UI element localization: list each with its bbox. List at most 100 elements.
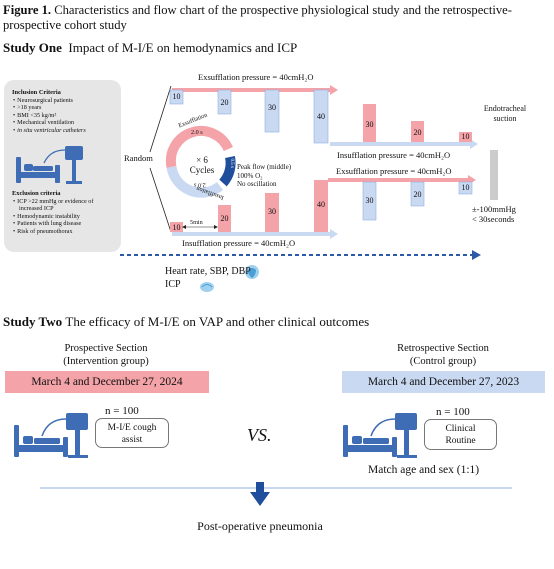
bar-top-ins-10 bbox=[459, 132, 472, 142]
bar-bottom-ins-20 bbox=[218, 205, 231, 232]
bar-label: 30 bbox=[268, 103, 276, 112]
bar-label: 30 bbox=[365, 196, 374, 205]
inclusion-criteria: Inclusion Criteria Neurosurgical patient… bbox=[12, 89, 118, 135]
bar-label: 20 bbox=[413, 190, 422, 199]
exclusion-item: Hemodynamic instability bbox=[17, 213, 116, 221]
study-one-label: Study One bbox=[3, 40, 62, 55]
figure-label: Figure 1. bbox=[3, 3, 52, 17]
bar-bottom-ins-40 bbox=[314, 180, 328, 232]
exclusion-item: ICP >22 mmHg or evidence of increased IC… bbox=[17, 198, 116, 213]
inclusion-item: in situ ventricular catheters bbox=[17, 127, 118, 135]
bar-top-ins-20 bbox=[411, 121, 424, 142]
endotracheal-label: Endotracheal suction bbox=[483, 104, 527, 123]
bar-label: 30 bbox=[268, 207, 276, 216]
bar-label: 20 bbox=[220, 214, 229, 223]
bar-top-exs-30 bbox=[264, 89, 280, 133]
suction-pressure: ±-100mmHg bbox=[472, 204, 516, 214]
patient-bed-icon bbox=[343, 413, 417, 458]
cycle-diagram bbox=[165, 125, 236, 198]
endotracheal-suction-bar bbox=[490, 150, 498, 200]
cycle-count: × 6 bbox=[196, 155, 208, 165]
patient-bed-icon bbox=[14, 413, 88, 458]
control-box: Clinical Routine bbox=[424, 419, 497, 450]
intervention-line-1: M-I/E cough bbox=[107, 423, 157, 433]
bar-label: 10 bbox=[461, 183, 470, 192]
figure-caption-text: Characteristics and flow chart of the pr… bbox=[3, 3, 512, 32]
heart-icon bbox=[245, 265, 259, 279]
intervention-box: M-I/E cough assist bbox=[95, 418, 169, 448]
bar-label: 20 bbox=[413, 128, 422, 137]
outcome-label: Post-operative pneumonia bbox=[197, 519, 323, 533]
control-line-1: Clinical bbox=[445, 424, 476, 434]
peak-flow-line: 100% O₂ bbox=[237, 171, 263, 180]
insufflation-pressure-bottom: Insufflation pressure = 40cmH₂O bbox=[182, 238, 296, 248]
exclusion-item: Risk of pneumothorax bbox=[17, 228, 116, 236]
bar-bottom-exs-10 bbox=[458, 181, 473, 195]
study-two-label: Study Two bbox=[3, 314, 63, 329]
retrospective-heading-1: Retrospective Section bbox=[397, 343, 489, 354]
inclusion-item: BMI <35 kg/m² bbox=[17, 112, 118, 120]
exsufflation-pressure-top: Exsufflation pressure = 40cmH₂O bbox=[198, 72, 314, 82]
cycle-label: Cycles bbox=[189, 165, 215, 175]
control-line-2: Routine bbox=[445, 436, 476, 446]
cycle-center: × 6 Cycles bbox=[186, 155, 218, 175]
exsufflation-pressure-bottom: Exsufflation pressure = 40cmH₂O bbox=[336, 166, 452, 176]
retrospective-heading: Retrospective Section (Control group) bbox=[343, 342, 543, 368]
inclusion-item: Mechanical ventilation bbox=[17, 119, 118, 127]
branch-line-top bbox=[149, 85, 172, 153]
intervention-line-2: assist bbox=[121, 435, 143, 445]
bar-label: 40 bbox=[317, 200, 325, 209]
exsufflation-time: 2.0 s bbox=[191, 129, 203, 136]
patient-bed-icon bbox=[16, 146, 83, 184]
bar-bottom-exs-20 bbox=[410, 181, 425, 207]
monitor-line-1: Heart rate, SBP, DBP bbox=[165, 266, 251, 277]
bar-top-ins-30 bbox=[363, 104, 376, 142]
bar-bottom-exs-30 bbox=[362, 181, 377, 221]
prospective-n: n = 100 bbox=[105, 405, 139, 417]
retrospective-date-bar: March 4 and December 27, 2023 bbox=[342, 371, 545, 393]
prospective-heading-1: Prospective Section bbox=[64, 343, 148, 354]
pause-time: 0.5 s bbox=[228, 158, 234, 168]
inclusion-item: Neurosurgical patients bbox=[17, 97, 118, 105]
versus-label: VS. bbox=[247, 425, 272, 445]
bar-label: 10 bbox=[172, 92, 181, 101]
bar-top-exs-40 bbox=[313, 89, 329, 144]
match-note: Match age and sex (1:1) bbox=[368, 464, 480, 476]
study-one-diagram bbox=[16, 85, 498, 292]
peak-flow-line: Peak flow (middle) bbox=[237, 163, 292, 171]
bar-top-exs-10 bbox=[169, 89, 184, 105]
bottom-insufflation-arrow bbox=[172, 229, 338, 239]
bar-bottom-ins-10 bbox=[170, 222, 183, 232]
branch-line-bottom bbox=[149, 167, 172, 233]
exclusion-item: Patients with lung disease bbox=[17, 220, 116, 228]
inclusion-title: Inclusion Criteria bbox=[12, 89, 61, 96]
bar-label: 20 bbox=[220, 98, 229, 107]
bar-bottom-ins-30 bbox=[265, 193, 279, 232]
bottom-exsufflation-arrow bbox=[328, 175, 476, 185]
top-insufflation-arrow bbox=[330, 139, 478, 149]
bar-top-exs-20 bbox=[217, 89, 232, 115]
retrospective-heading-2: (Control group) bbox=[409, 356, 477, 367]
retrospective-n: n = 100 bbox=[436, 406, 470, 418]
suction-duration: < 30seconds bbox=[472, 214, 515, 224]
insufflation-pressure-top: Insufflation pressure = 40cmH₂O bbox=[337, 150, 451, 160]
study-two-diagram bbox=[14, 413, 512, 506]
exclusion-title: Exclusion criteria bbox=[12, 190, 61, 197]
random-label: Random bbox=[124, 153, 153, 163]
prospective-heading-2: (Intervention group) bbox=[63, 356, 149, 367]
peak-flow-line: No oscillation bbox=[237, 180, 277, 188]
top-exsufflation-arrow bbox=[172, 85, 338, 95]
study-two-title: The efficacy of M-I/E on VAP and other c… bbox=[65, 314, 370, 329]
brain-icon bbox=[200, 282, 214, 292]
down-arrow-icon bbox=[250, 482, 270, 506]
study-one-title: Impact of M-I/E on hemodynamics and ICP bbox=[68, 40, 298, 55]
bar-label: 10 bbox=[172, 223, 181, 232]
prospective-heading: Prospective Section (Intervention group) bbox=[6, 342, 206, 368]
study-two-heading: Study Two The efficacy of M-I/E on VAP a… bbox=[3, 314, 369, 330]
bar-label: 30 bbox=[365, 120, 374, 129]
prospective-date-bar: March 4 and December 27, 2024 bbox=[5, 371, 209, 393]
five-min-label: 5min bbox=[190, 219, 203, 226]
suction-notes: ±-100mmHg < 30seconds bbox=[472, 204, 516, 224]
bar-label: 40 bbox=[317, 112, 325, 121]
inclusion-item: >18 years bbox=[17, 104, 118, 112]
